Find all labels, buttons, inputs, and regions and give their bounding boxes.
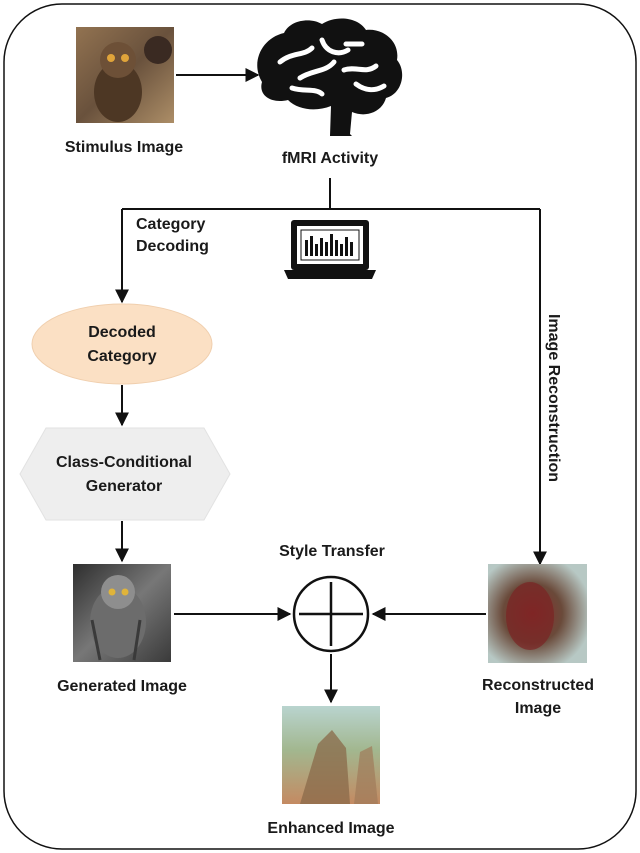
category-decoding-label-line2: Decoding — [136, 238, 209, 255]
brain-icon — [257, 18, 403, 136]
decoded-category-label-line1: Decoded — [88, 324, 156, 341]
image-reconstruction-label: Image Reconstruction — [545, 314, 562, 482]
laptop-bar-chart-icon — [284, 220, 376, 279]
decoded-category-node — [31, 303, 213, 385]
stimulus-image-label: Stimulus Image — [65, 139, 183, 156]
category-decoding-label-line1: Category — [136, 216, 205, 233]
stimulus-image — [76, 27, 174, 123]
enhanced-image-label: Enhanced Image — [267, 820, 394, 837]
generated-image-label: Generated Image — [57, 678, 187, 695]
decoded-category-label-line2: Category — [87, 348, 156, 365]
class-conditional-generator-node — [19, 427, 231, 521]
generator-label-line1: Class-Conditional — [56, 454, 192, 471]
style-transfer-label: Style Transfer — [279, 543, 385, 560]
combine-plus-icon — [292, 575, 370, 653]
reconstructed-image-label-line1: Reconstructed — [482, 677, 594, 694]
reconstructed-image-label-line2: Image — [515, 700, 561, 717]
enhanced-image — [282, 706, 380, 804]
reconstructed-image — [488, 564, 587, 663]
generated-image — [73, 564, 171, 662]
fmri-activity-label: fMRI Activity — [282, 150, 378, 167]
generator-label-line2: Generator — [86, 478, 162, 495]
